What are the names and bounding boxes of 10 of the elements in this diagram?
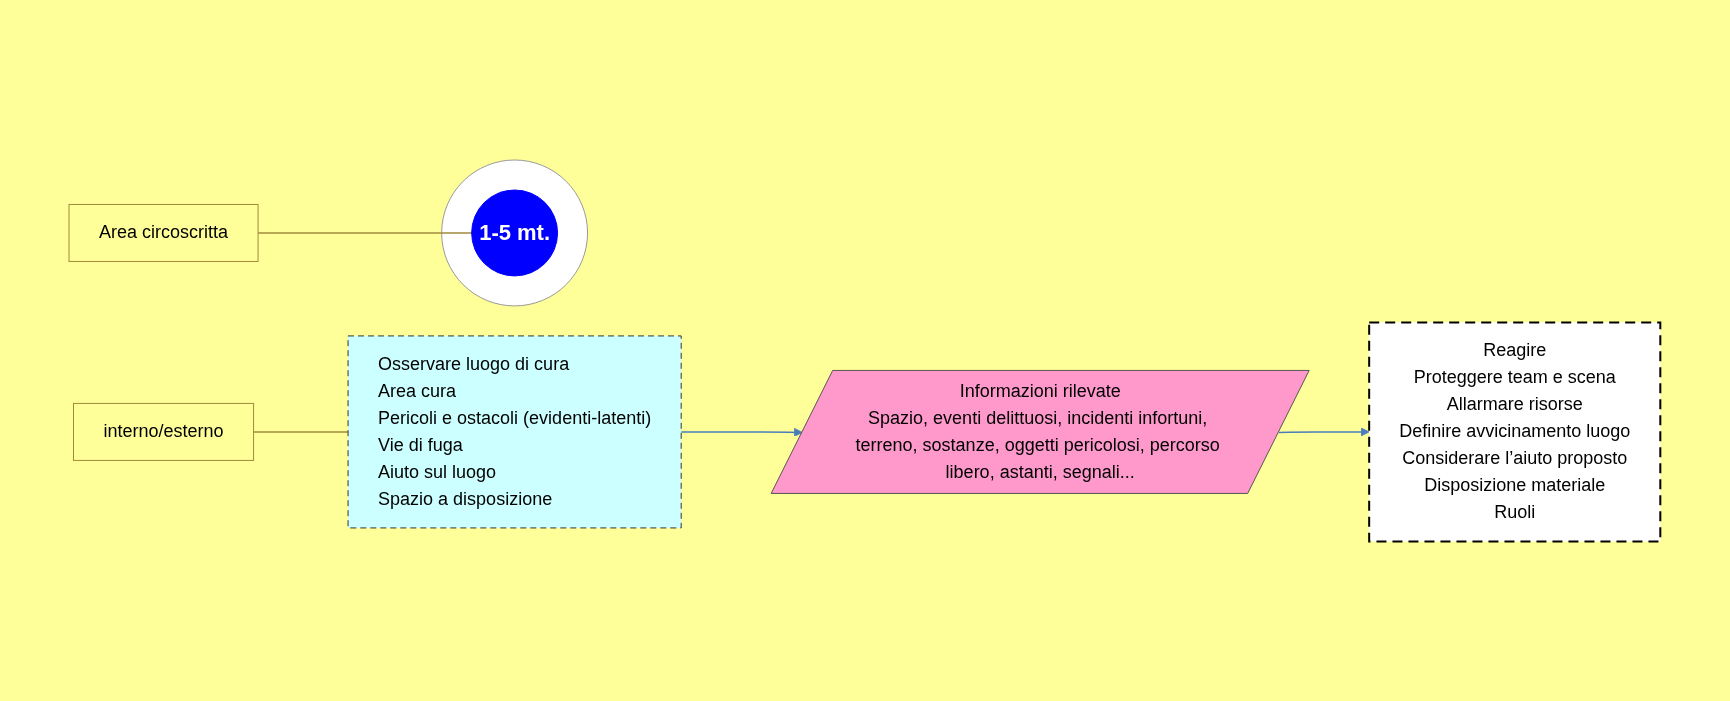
connector — [253, 430, 350, 433]
node-box: interno/esterno — [73, 402, 255, 461]
arrow — [680, 427, 804, 437]
arrow — [1278, 427, 1370, 437]
node-box: Osservare luogo di cura Area cura Pericoli e ostacoli (evidenti-latenti) Vie di fuga Aiuto sul luogo Spazio a disposizione — [347, 335, 682, 529]
connector — [257, 232, 473, 234]
cluster — [441, 159, 589, 307]
node-circle: 1-5 mt. — [471, 189, 559, 277]
node-box: Area circoscritta — [68, 203, 259, 262]
node-box: Reagire Proteggere team e scena Allarmare risorse Definire avvicinamento luogo Considerare l’aiuto proposto Disposizione materiale Ruoli — [1368, 321, 1662, 543]
